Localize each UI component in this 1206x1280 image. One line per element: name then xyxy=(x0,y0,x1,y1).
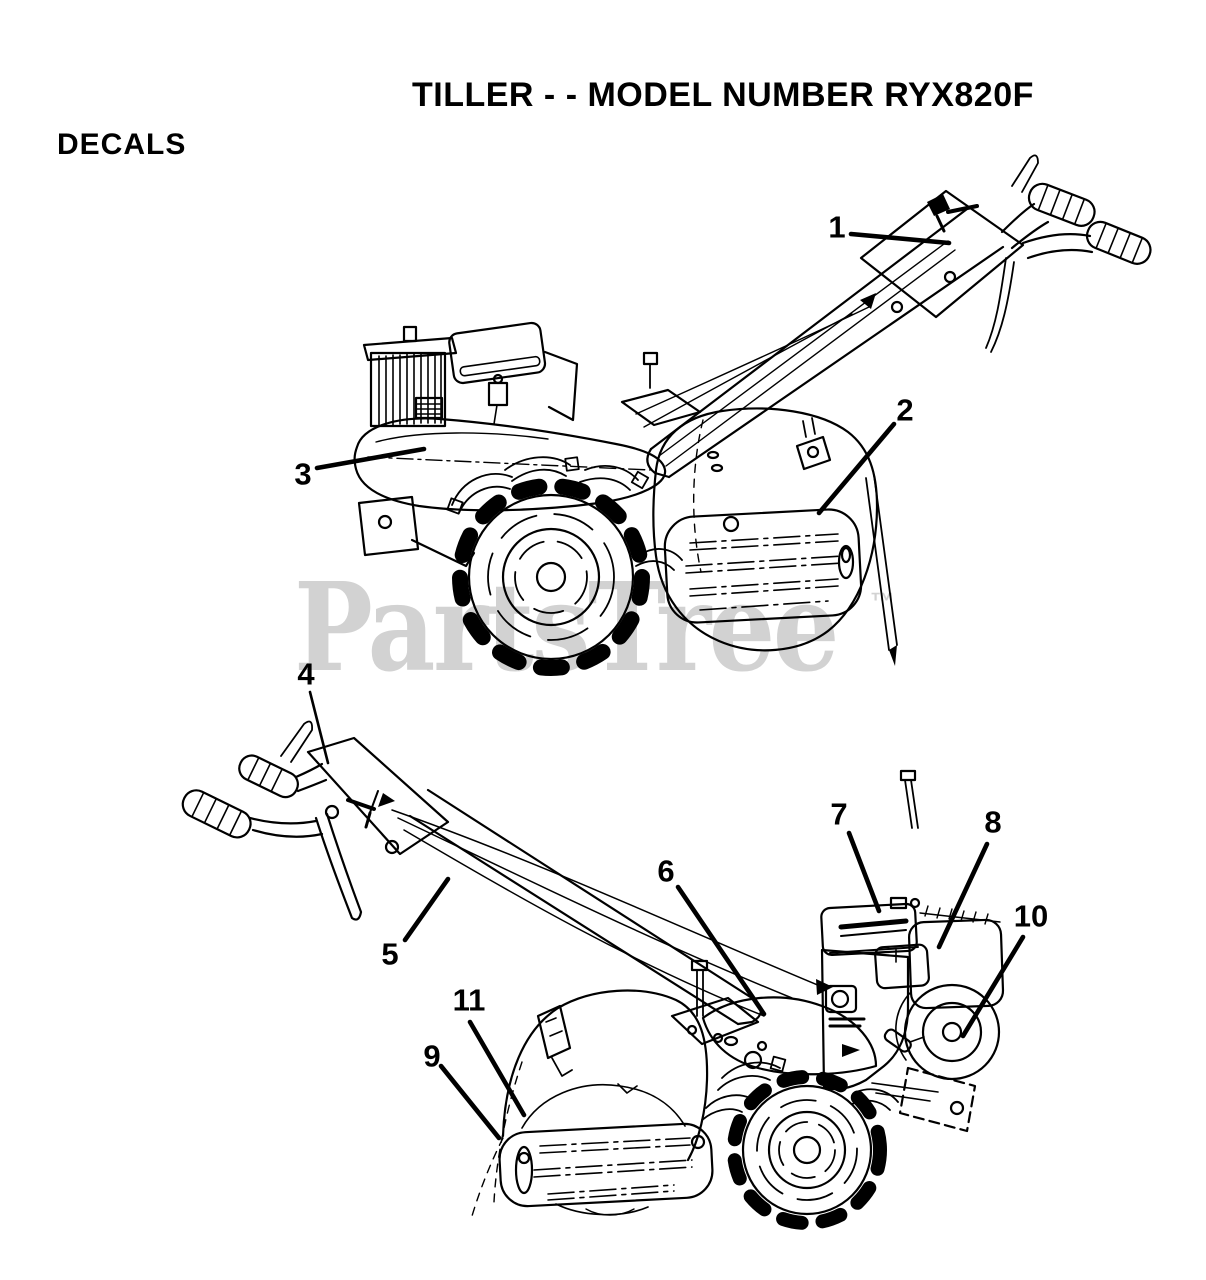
depth-stake xyxy=(865,474,898,651)
leader-2 xyxy=(816,421,897,516)
top-tiller-illustration xyxy=(353,154,1152,676)
callout-label-7: 7 xyxy=(830,796,848,832)
bottom-engine xyxy=(820,896,1005,1102)
callout-leader-lines xyxy=(308,231,1026,1141)
callout-label-4: 4 xyxy=(297,656,315,692)
leader-1 xyxy=(848,231,952,246)
callout-label-6: 6 xyxy=(657,853,675,889)
shift-lever-decal xyxy=(927,194,950,216)
top-tine-shield xyxy=(652,407,898,666)
top-grip-upper xyxy=(1027,182,1096,227)
throttle-decal xyxy=(346,790,395,829)
bottom-handlebar xyxy=(181,720,833,1026)
top-grip-lower xyxy=(1085,220,1152,265)
bottom-grip-lower xyxy=(181,789,252,839)
arrow-decal xyxy=(842,1044,860,1057)
leader-5 xyxy=(402,876,451,943)
bottom-tine-shield xyxy=(471,989,714,1217)
top-handlebar xyxy=(635,154,1152,479)
leader-10 xyxy=(960,934,1026,1039)
handlebar-leg xyxy=(314,812,363,921)
handlebar-cable xyxy=(985,257,1007,349)
callout-label-3: 3 xyxy=(294,456,312,492)
callout-label-1: 1 xyxy=(828,209,846,245)
leader-4 xyxy=(308,690,330,765)
leader-7 xyxy=(846,830,882,914)
callout-label-5: 5 xyxy=(381,936,399,972)
top-engine xyxy=(362,321,579,428)
leader-9 xyxy=(438,1063,502,1141)
leader-3 xyxy=(314,446,427,471)
page-title: TILLER - - MODEL NUMBER RYX820F xyxy=(412,76,1034,114)
callout-label-10: 10 xyxy=(1013,898,1049,934)
leader-8 xyxy=(936,841,990,950)
callout-label-8: 8 xyxy=(984,804,1002,840)
callout-label-9: 9 xyxy=(423,1038,441,1074)
top-wheel xyxy=(452,478,650,676)
top-belt-cover xyxy=(353,417,667,512)
leader-6 xyxy=(675,884,767,1017)
bottom-tiller-illustration xyxy=(181,720,1005,1230)
recoil-starter xyxy=(903,983,1001,1081)
leader-11 xyxy=(467,1019,527,1118)
bottom-grip-upper xyxy=(238,754,299,799)
callout-label-2: 2 xyxy=(896,392,914,428)
callout-label-11: 11 xyxy=(452,982,486,1018)
section-label-decals: DECALS xyxy=(57,128,187,161)
bottom-wheel xyxy=(727,1070,887,1230)
bottom-chassis xyxy=(670,769,977,1133)
